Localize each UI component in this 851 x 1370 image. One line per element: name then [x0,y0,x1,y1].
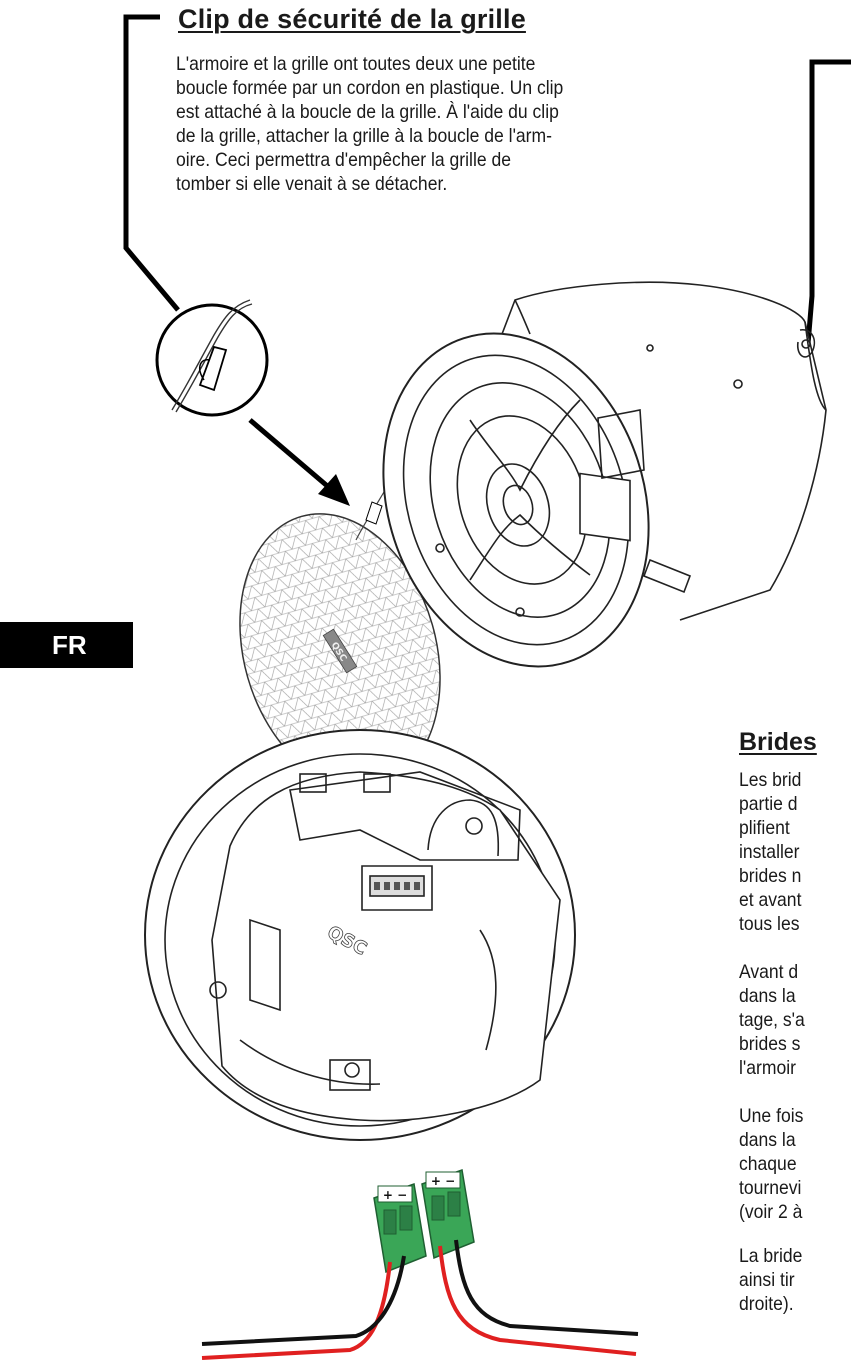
language-tab: FR [0,622,133,668]
wire-right-black [454,1239,639,1336]
brides-body-line: La bride [739,1245,803,1267]
wire-left-red [201,1261,392,1360]
brides-body-line: chaque [739,1153,797,1175]
brides-body-line: Avant d [739,961,799,983]
clip-zoom-circle [155,299,269,417]
brides-body-line: dans la [739,1129,796,1151]
clip-body-line: boucle formée par un cordon en plastique… [176,77,564,99]
clip-section-body: L'armoire et la grille ont toutes deux u… [176,52,656,196]
clip-callout-bracket [123,14,180,312]
brides-body-line: Une fois [739,1105,804,1127]
brides-body-line: tage, s'a [739,1009,805,1031]
brides-body-line: Les brid [739,769,802,791]
brides-body-line: installer [739,841,800,863]
wire-right-red [438,1245,637,1356]
brides-body-line: ainsi tir [739,1269,795,1291]
cabinet-loop-callout [805,59,851,345]
brides-body-line: plifient [739,817,790,839]
connector-right: + − [421,1168,475,1260]
wire-left-black [201,1255,406,1346]
speaker-cabinet-rear: QSC [144,729,576,1141]
brides-body-line: tous les [739,913,800,935]
connector-polarity-label: + − [383,1188,407,1202]
brides-body-line: et avant [739,889,802,911]
wire-connectors: + − + − [201,1168,639,1360]
connector-left: + − [373,1182,427,1274]
clip-body-line: de la grille, attacher la grille à la bo… [176,125,552,147]
clip-body-line: oire. Ceci permettra d'empêcher la grill… [176,149,512,171]
brides-body-line: droite). [739,1293,794,1315]
brides-body-line: brides s [739,1033,801,1055]
clip-section-title: Clip de sécurité de la grille [178,4,526,34]
brides-body-line: brides n [739,865,802,887]
brides-section-body: Les brid partie d plifient installer bri… [739,768,851,1316]
clip-body-line: est attaché à la boucle de la grille. À … [176,101,559,123]
brides-section-title: Brides [739,728,817,756]
clip-body-line: L'armoire et la grille ont toutes deux u… [176,53,536,75]
language-tab-label: FR [52,630,87,660]
brides-body-line: l'armoir [739,1057,796,1079]
brides-body-line: (voir 2 à [739,1201,803,1223]
brides-body-line: tournevi [739,1177,802,1199]
clip-body-line: tomber si elle venait à se détacher. [176,173,448,195]
brides-body-line: partie d [739,793,798,815]
clip-pointer-arrow [248,418,350,506]
connector-polarity-label: + − [431,1174,455,1188]
brides-body-line: dans la [739,985,796,1007]
speaker-cabinet-front [382,281,827,668]
